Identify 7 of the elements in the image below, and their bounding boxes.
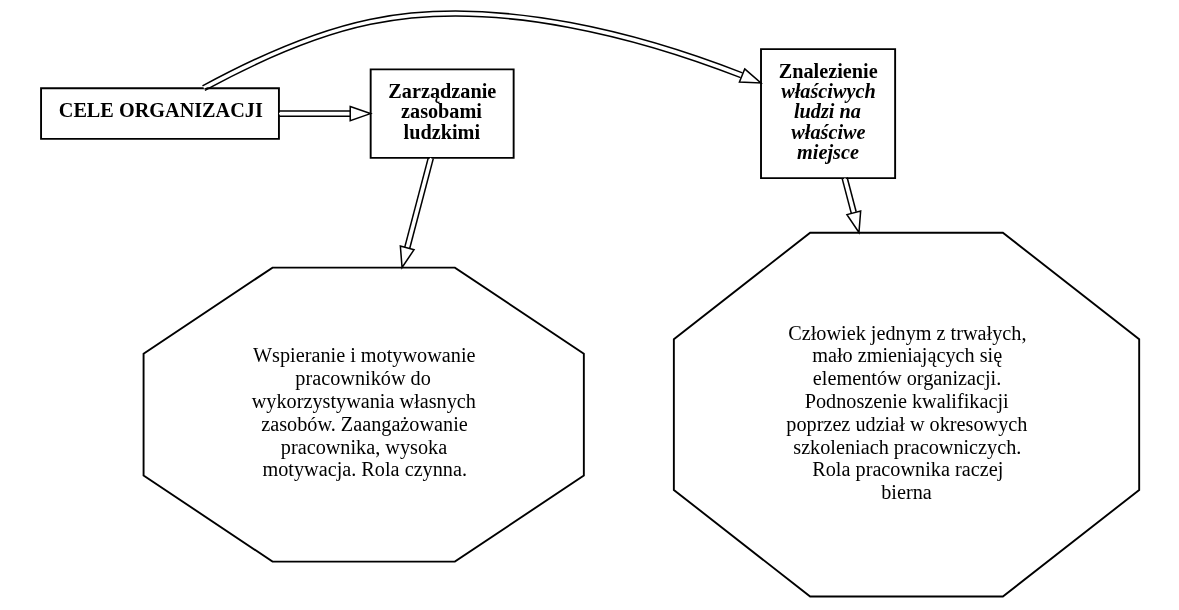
node-box: CELE ORGANIZACJI — [39, 87, 280, 140]
node-box: Znalezienie właściwych ludzi na właściwe miejsce — [759, 48, 896, 180]
node-box: Zarządzanie zasobami ludzkimi — [369, 68, 515, 159]
arrow — [201, 10, 763, 92]
arrow — [399, 156, 434, 270]
arrow — [277, 105, 373, 122]
arrow — [841, 176, 861, 235]
